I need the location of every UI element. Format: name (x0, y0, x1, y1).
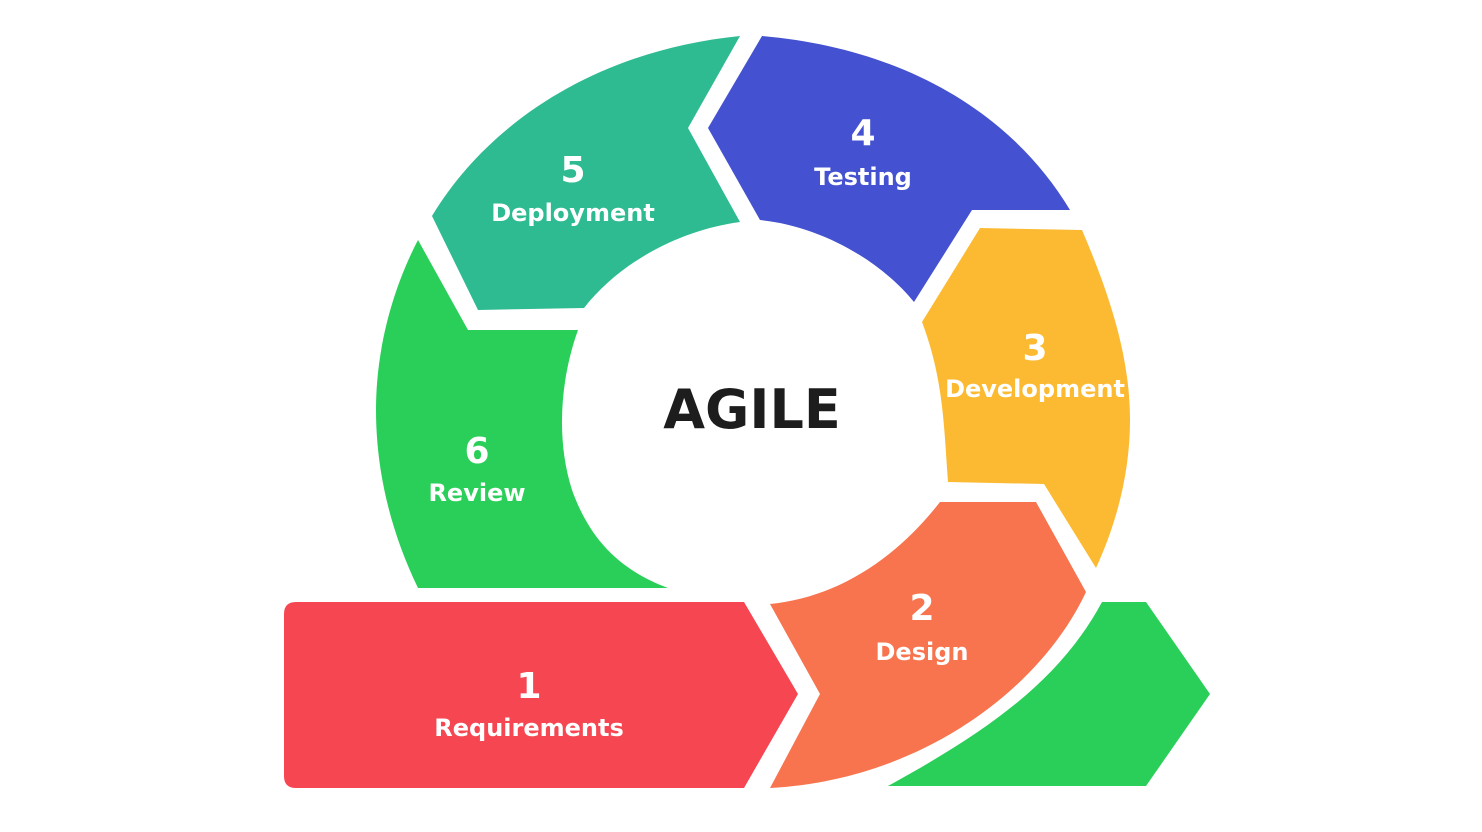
stage-2-number: 2 (909, 588, 934, 629)
stage-1-number: 1 (516, 666, 541, 707)
stage-5-label: Deployment (491, 199, 655, 227)
stage-design-shape (770, 502, 1086, 788)
stage-review-shape (376, 240, 668, 588)
center-label: AGILE (663, 378, 841, 441)
stage-1-label: Requirements (434, 714, 624, 742)
exit-arrow-shape (888, 602, 1210, 786)
stage-3-label: Development (945, 375, 1125, 403)
stage-deployment-shape (432, 36, 740, 310)
stage-4-number: 4 (850, 113, 875, 154)
stage-6-number: 6 (464, 431, 489, 472)
stage-4-label: Testing (814, 163, 912, 191)
stage-2-label: Design (876, 638, 969, 666)
stage-6-label: Review (428, 479, 525, 507)
stage-development-shape (922, 228, 1130, 568)
stage-testing-shape (708, 36, 1070, 302)
stage-5-number: 5 (560, 150, 585, 191)
stage-3-number: 3 (1022, 328, 1047, 369)
stage-requirements-shape (284, 602, 798, 788)
